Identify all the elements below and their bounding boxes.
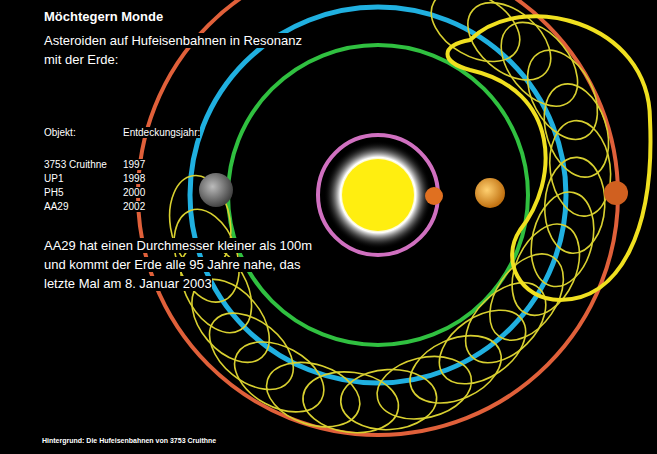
table-cell: UP1 (44, 172, 63, 187)
column-header: Entdeckungsjahr: (123, 126, 200, 141)
table-cell: 1998 (123, 173, 145, 184)
sun (342, 159, 414, 231)
orbit-loop (162, 200, 251, 311)
column-header: Objekt: (44, 126, 76, 141)
subtitle: Asteroiden auf Hufeisenbahnen in Resonan… (44, 33, 302, 67)
column-header: Objekt: (44, 127, 76, 138)
orbit-loop (299, 366, 402, 438)
orbit-loop (400, 322, 512, 416)
caption: Hintergrund: Die Hufeisenbahnen von 3753… (42, 437, 216, 444)
column-header: Entdeckungsjahr: (123, 127, 200, 138)
orbit-ring (138, 0, 618, 435)
table-cell: AA29 (44, 200, 68, 215)
orbit-loop (451, 268, 561, 378)
title: Möchtegern Monde (44, 9, 163, 24)
orbit-loop (419, 0, 532, 76)
orbit-loop (522, 186, 603, 293)
table-cell: 1997 (123, 159, 145, 170)
table-cell: UP1 (44, 173, 63, 184)
subtitle: Asteroiden auf Hufeisenbahnen in Resonan… (44, 32, 314, 70)
orbit-loop (258, 351, 368, 438)
moon (199, 173, 233, 207)
title: Möchtegern Monde (44, 8, 163, 27)
orbit-loop (223, 328, 336, 427)
table-cell: 2000 (123, 186, 145, 201)
orbit-loop (453, 0, 565, 95)
table-cell: PH5 (44, 187, 63, 198)
orbit-loop (426, 295, 539, 399)
table-cell: 1997 (123, 158, 145, 173)
planet (425, 187, 443, 205)
orbit-loop (339, 367, 438, 432)
table-cell: 2002 (123, 201, 145, 212)
table-cell: 3753 Cruithne (44, 158, 107, 173)
horseshoe-orbits (162, 0, 650, 438)
orbit-loop (513, 38, 612, 151)
table-cell: 3753 Cruithne (44, 159, 107, 170)
orbit-ring (318, 135, 438, 255)
orbit-ring (228, 45, 528, 345)
planet (475, 178, 505, 208)
horseshoe-envelope (448, 16, 651, 300)
table-cell: AA29 (44, 201, 68, 212)
sun (324, 141, 432, 249)
note: AA29 hat einen Durchmesser kleiner als 1… (44, 237, 334, 294)
table-cell: 2000 (123, 187, 145, 198)
orbit-loop (542, 156, 607, 255)
orbit-loop (371, 347, 478, 428)
table-cell: PH5 (44, 186, 63, 201)
caption: Hintergrund: Die Hufeisenbahnen von 3753… (42, 436, 216, 446)
planet (604, 181, 628, 205)
orbit-ring (190, 7, 566, 383)
note: AA29 hat einen Durchmesser kleiner als 1… (44, 238, 312, 291)
table-cell: 1998 (123, 172, 145, 187)
table-cell: 2002 (123, 200, 145, 215)
